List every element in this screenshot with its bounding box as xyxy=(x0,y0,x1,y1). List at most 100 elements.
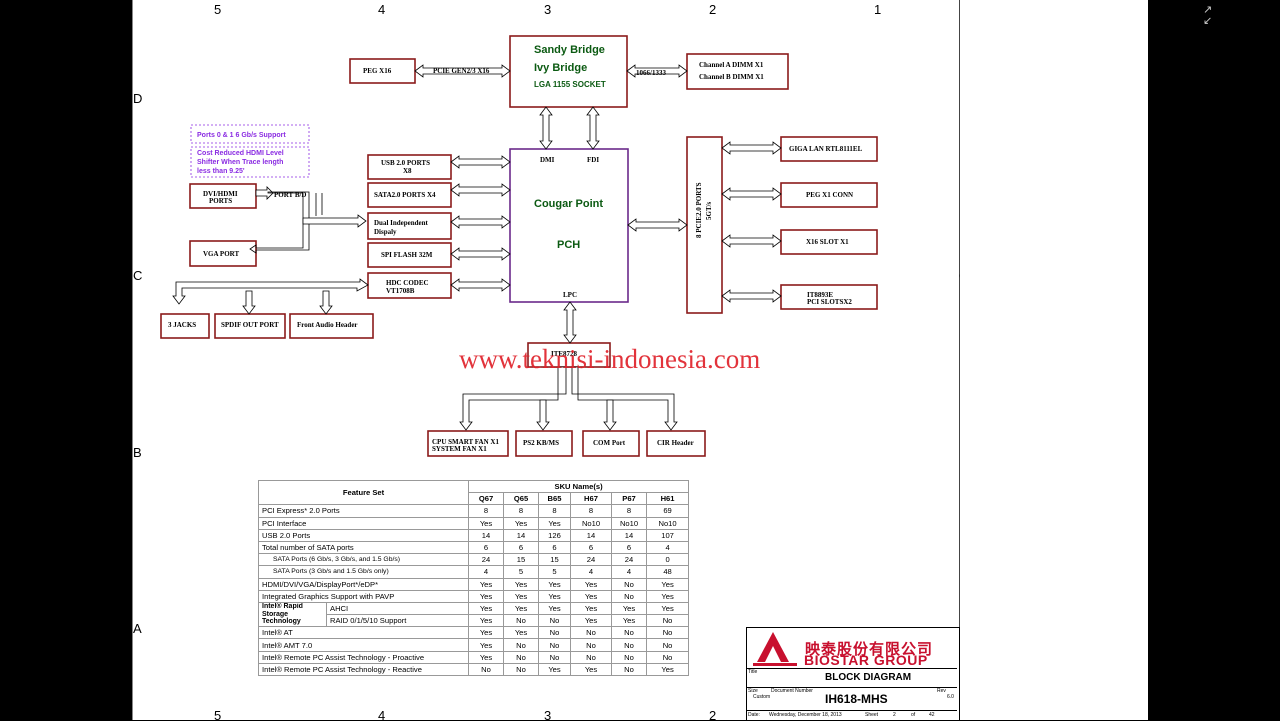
sku-cell: 69 xyxy=(646,504,690,518)
com-block xyxy=(582,430,640,457)
sku-cell: 8 xyxy=(611,504,648,518)
sku-cell: No xyxy=(538,650,572,664)
sku-cell: Yes xyxy=(468,516,505,530)
sku-cell: 14 xyxy=(503,528,540,542)
sheet-value: 2 xyxy=(893,712,896,718)
dimm-block xyxy=(686,53,789,90)
sku-cell: 8 xyxy=(503,504,540,518)
ps2-block xyxy=(515,430,573,457)
cpu-fan-label-2: SYSTEM FAN X1 xyxy=(432,445,487,453)
grid-col-3-bottom: 3 xyxy=(544,708,551,720)
sku-cell: No xyxy=(538,614,572,628)
sku-cell: 6 xyxy=(468,540,505,555)
sku-cell: Yes xyxy=(468,614,505,628)
watermark: www.teknisi-indonesia.com xyxy=(459,344,760,374)
vga-block xyxy=(189,240,257,267)
company-en: BIOSTAR GROUP xyxy=(804,652,928,668)
grid-col-2: 2 xyxy=(709,2,716,17)
dimm-b-label: Channel B DIMM X1 xyxy=(699,73,764,81)
sku-cell: 14 xyxy=(570,528,613,542)
sku-cell: No xyxy=(611,589,648,603)
pcie-ports-block xyxy=(686,136,723,314)
row-label: SATA Ports (6 Gb/s, 3 Gb/s, and 1.5 Gb/s… xyxy=(257,553,470,567)
sku-cell: Yes xyxy=(646,601,690,616)
sku-cell: Yes xyxy=(570,614,613,628)
sku-cell: 4 xyxy=(646,540,690,555)
table-row: SATA Ports (6 Gb/s, 3 Gb/s, and 1.5 Gb/s… xyxy=(257,553,690,567)
expand-icon[interactable]: ↗↙ xyxy=(1203,3,1213,27)
cir-block xyxy=(646,430,706,457)
grid-row-d-right: D xyxy=(959,91,960,106)
sku-cell: Yes xyxy=(503,601,540,616)
pcie-gen-label: PCIE GEN2/3 X16 xyxy=(433,67,490,75)
sku-cell: 8 xyxy=(538,504,572,518)
sku-cell: Yes xyxy=(503,577,540,591)
sku-cell: Yes xyxy=(468,638,505,652)
sku-cell: 8 xyxy=(468,504,505,518)
sku-cell: No xyxy=(611,626,648,640)
sata-label: SATA2.0 PORTS X4 xyxy=(374,191,436,199)
sku-cell: No10 xyxy=(611,516,648,530)
row-label: Intel® AMT 7.0 xyxy=(257,638,470,652)
front-audio-block xyxy=(289,313,374,339)
lpc-label: LPC xyxy=(563,291,577,299)
sku-cell: 24 xyxy=(611,553,648,567)
sku-cell: 126 xyxy=(538,528,572,542)
sku-cell: 15 xyxy=(503,553,540,567)
row-label: Integrated Graphics Support with PAVP xyxy=(257,589,470,603)
bus-arrows xyxy=(172,64,782,431)
sku-cell: No xyxy=(468,662,505,677)
size-label: Size xyxy=(748,688,758,694)
sku-cell: No xyxy=(570,650,613,664)
spi-flash-block xyxy=(367,242,452,268)
row-label: Intel® Remote PC Assist Technology - Pro… xyxy=(257,650,470,664)
pch-block xyxy=(509,148,629,303)
mem-speed-label: 1066/1333 xyxy=(636,69,666,77)
title-label: Title xyxy=(748,669,758,675)
it8893-block xyxy=(780,284,878,310)
row-label: USB 2.0 Ports xyxy=(257,528,470,542)
sku-header: SKU Name(s) xyxy=(468,479,690,494)
cpu-fan-block xyxy=(427,430,509,457)
sku-cell: Yes xyxy=(503,589,540,603)
spi-label: SPI FLASH 32M xyxy=(381,251,433,259)
com-label: COM Port xyxy=(593,439,626,447)
sku-cell: No xyxy=(538,638,572,652)
sku-cell: 107 xyxy=(646,528,690,542)
dvi-label-2: PORTS xyxy=(209,197,232,205)
sku-cell: No xyxy=(570,638,613,652)
lan-label: GIGA LAN RTL8111EL xyxy=(789,145,863,153)
spdif-block xyxy=(214,313,286,339)
sku-cell: No xyxy=(646,626,690,640)
rst-label: Intel® Rapid xyxy=(262,603,303,611)
table-row: Integrated Graphics Support with PAVP Yes… xyxy=(257,589,690,603)
table-row: Intel® Remote PC Assist Technology - Pro… xyxy=(257,650,690,664)
pcie-ports-label-2: 5GT/s xyxy=(705,201,713,220)
feature-header: Feature Set xyxy=(257,479,470,506)
ite-label: ITE8728 xyxy=(551,350,578,358)
sku-cell: Yes xyxy=(538,516,572,530)
sku-cell: Yes xyxy=(468,626,505,640)
sku-cell: Yes xyxy=(468,577,505,591)
vga-label: VGA PORT xyxy=(203,250,239,258)
sku-cell: Yes xyxy=(538,601,572,616)
sku-cell: 5 xyxy=(538,565,572,579)
sku-cell: No xyxy=(611,638,648,652)
rev-value: 6.0 xyxy=(947,694,954,700)
pch-line2: PCH xyxy=(557,239,580,251)
usb-block xyxy=(367,154,452,180)
sku-cell: Yes xyxy=(646,577,690,591)
date-label: Date: xyxy=(748,712,760,718)
grid-col-5-bottom: 5 xyxy=(214,708,221,720)
ps2-label: PS2 KB/MS xyxy=(523,439,559,447)
sku-cell: No xyxy=(503,638,540,652)
sku-cell: Yes xyxy=(570,589,613,603)
dvi-label-1: DVI/HDMI xyxy=(203,190,238,198)
docnum-label: Document Number xyxy=(771,688,813,694)
